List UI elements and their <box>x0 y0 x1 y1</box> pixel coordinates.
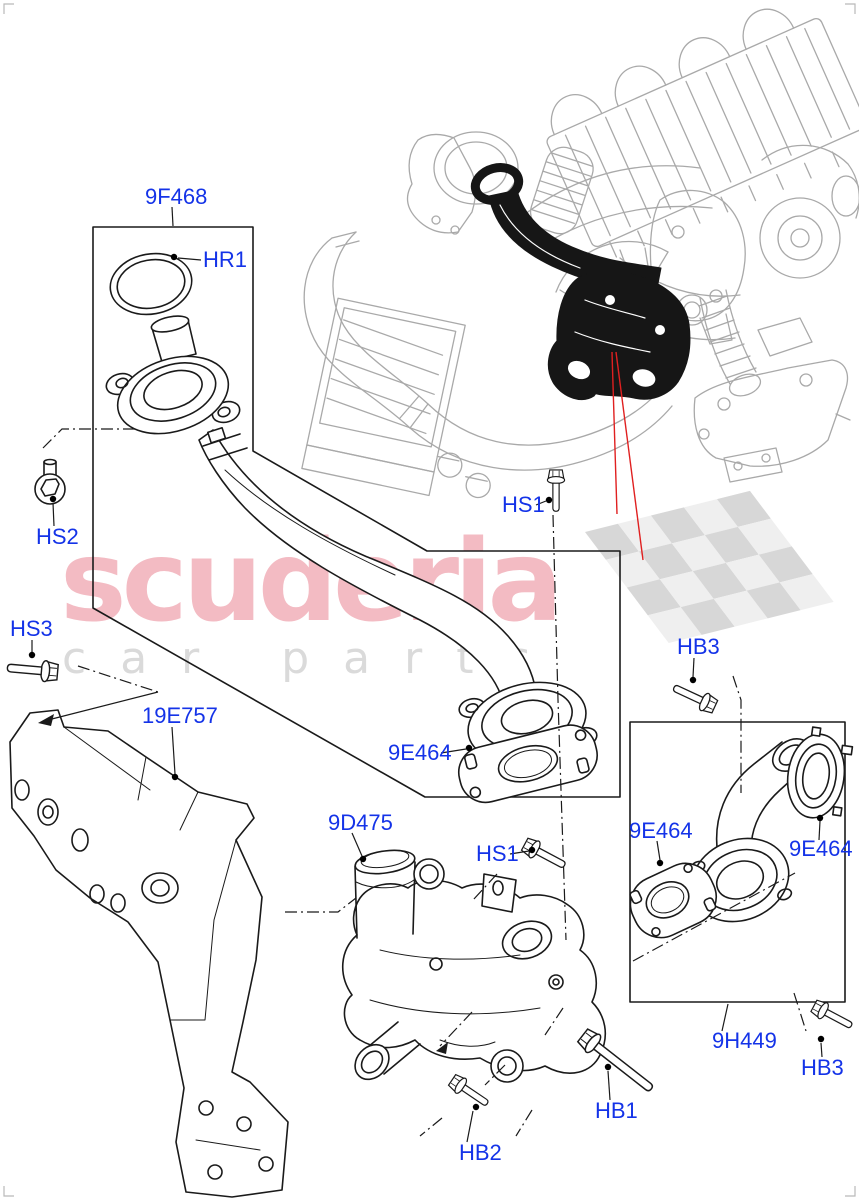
charge-pipe-drawing <box>303 231 673 471</box>
turbocharger-drawing <box>759 144 859 279</box>
red-leader-lines <box>611 351 644 561</box>
intake-manifold-drawing <box>546 8 859 258</box>
bracket-drawing <box>9 709 289 1198</box>
tube-kit-box <box>629 721 846 1003</box>
bolt-hs3-icon <box>5 656 60 684</box>
callout-pipe-gasket[interactable]: 9E464 <box>388 740 452 765</box>
callout-bolt-hb2[interactable]: HB2 <box>459 1140 502 1165</box>
watermark-tagline: car parts <box>62 633 564 684</box>
bolt-hs1-upper-icon <box>546 469 566 512</box>
callout-inlet-gasket[interactable]: 9E464 <box>629 818 693 843</box>
callout-leaders <box>28 206 825 1143</box>
callout-tube-kit[interactable]: 9H449 <box>712 1028 777 1053</box>
bolt-hb3-lower-icon <box>809 997 857 1035</box>
bolt-hs1-lower-icon <box>519 835 570 875</box>
inlet-flange-drawing <box>105 315 241 435</box>
callout-screw-hs3[interactable]: HS3 <box>10 616 53 641</box>
callout-egr-valve[interactable]: 9D475 <box>328 810 393 835</box>
corner-marks <box>3 3 856 1197</box>
callout-screw-hs2[interactable]: HS2 <box>36 524 79 549</box>
bolt-hb2-icon <box>446 1072 493 1112</box>
bolt-hs2-icon <box>34 458 66 505</box>
callout-bracket[interactable]: 19E757 <box>142 703 218 728</box>
callout-screw-hs1-upper[interactable]: HS1 <box>502 492 545 517</box>
intercooler-drawing <box>301 297 491 499</box>
bolt-hb3-upper-icon <box>669 678 720 716</box>
downpipe-drawing <box>698 289 762 397</box>
callout-pipe-kit[interactable]: 9F468 <box>145 184 207 209</box>
assembly-axis-lines <box>38 428 807 1137</box>
checkered-flag-icon <box>585 490 834 644</box>
callout-outlet-gasket[interactable]: 9E464 <box>789 836 853 861</box>
callout-oring[interactable]: HR1 <box>203 247 247 272</box>
oring-drawing <box>109 252 193 316</box>
inlet-gasket-drawing <box>629 862 717 939</box>
egr-highlight-drawing <box>470 163 691 400</box>
outlet-adapter-drawing <box>786 726 854 819</box>
callout-bolt-hb1[interactable]: HB1 <box>595 1098 638 1123</box>
callout-bolt-hb3-upper[interactable]: HB3 <box>677 634 720 659</box>
callout-screw-hs1-lower[interactable]: HS1 <box>476 841 519 866</box>
callout-labels: 9F468 HR1 HS2 HS3 19E757 9E464 HS1 HB3 9… <box>10 184 853 1165</box>
egr-valve-drawing <box>341 849 607 1083</box>
bellows-hose-drawing <box>529 146 594 235</box>
egr-cooler-mount-drawing <box>693 317 851 483</box>
pipe-kit-box <box>92 226 621 798</box>
pipe-gasket-drawing <box>457 724 598 804</box>
callout-bolt-hb3-lower[interactable]: HB3 <box>801 1055 844 1080</box>
